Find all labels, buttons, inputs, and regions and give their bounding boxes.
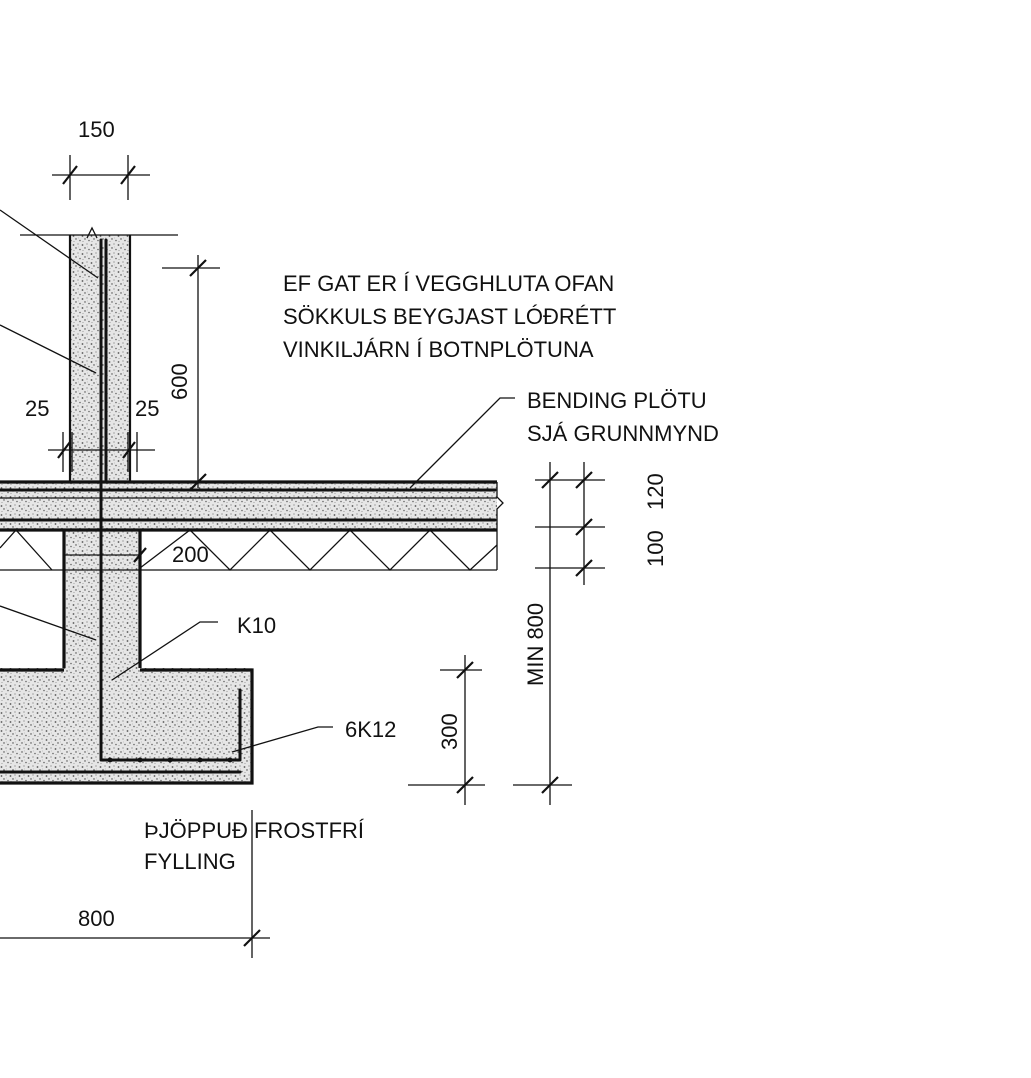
dim-footing-width: 800 (78, 906, 115, 931)
label-stirrup: K10 (237, 613, 276, 638)
opening-note-line-3: VINKILJÁRN Í BOTNPLÖTUNA (283, 337, 594, 362)
dim-cover-right: 25 (135, 396, 159, 421)
dimension-text: 150 25 25 600 120 100 200 MIN 800 300 80… (25, 117, 668, 931)
slab-note-line-2: SJÁ GRUNNMYND (527, 421, 719, 446)
section-outlines (0, 235, 504, 785)
slab-note-line-1: BENDING PLÖTU (527, 388, 707, 413)
dim-wall-depth: 200 (172, 542, 209, 567)
dim-anchor-length: 600 (167, 363, 192, 400)
dim-slab-thickness: 120 (643, 473, 668, 510)
label-bottom-bars: 6K12 (345, 717, 396, 742)
annotation-labels: K10 6K12 BENDING PLÖTU SJÁ GRUNNMYND EF … (144, 271, 719, 874)
dim-insulation-thickness: 100 (643, 530, 668, 567)
opening-note-line-1: EF GAT ER Í VEGGHLUTA OFAN (283, 271, 614, 296)
dim-min-depth: MIN 800 (523, 603, 548, 686)
opening-note-line-2: SÖKKULS BEYGJAST LÓÐRÉTT (283, 304, 616, 329)
dim-footing-height: 300 (437, 713, 462, 750)
dimension-lines (0, 155, 605, 958)
fill-note-line-1: ÞJÖPPUÐ FROSTFRÍ (144, 818, 365, 843)
footing (0, 668, 252, 783)
leader-lines (0, 209, 515, 753)
dim-wall-width: 150 (78, 117, 115, 142)
dim-cover-left: 25 (25, 396, 49, 421)
fill-note-line-2: FYLLING (144, 849, 236, 874)
reinforcement (0, 238, 497, 774)
